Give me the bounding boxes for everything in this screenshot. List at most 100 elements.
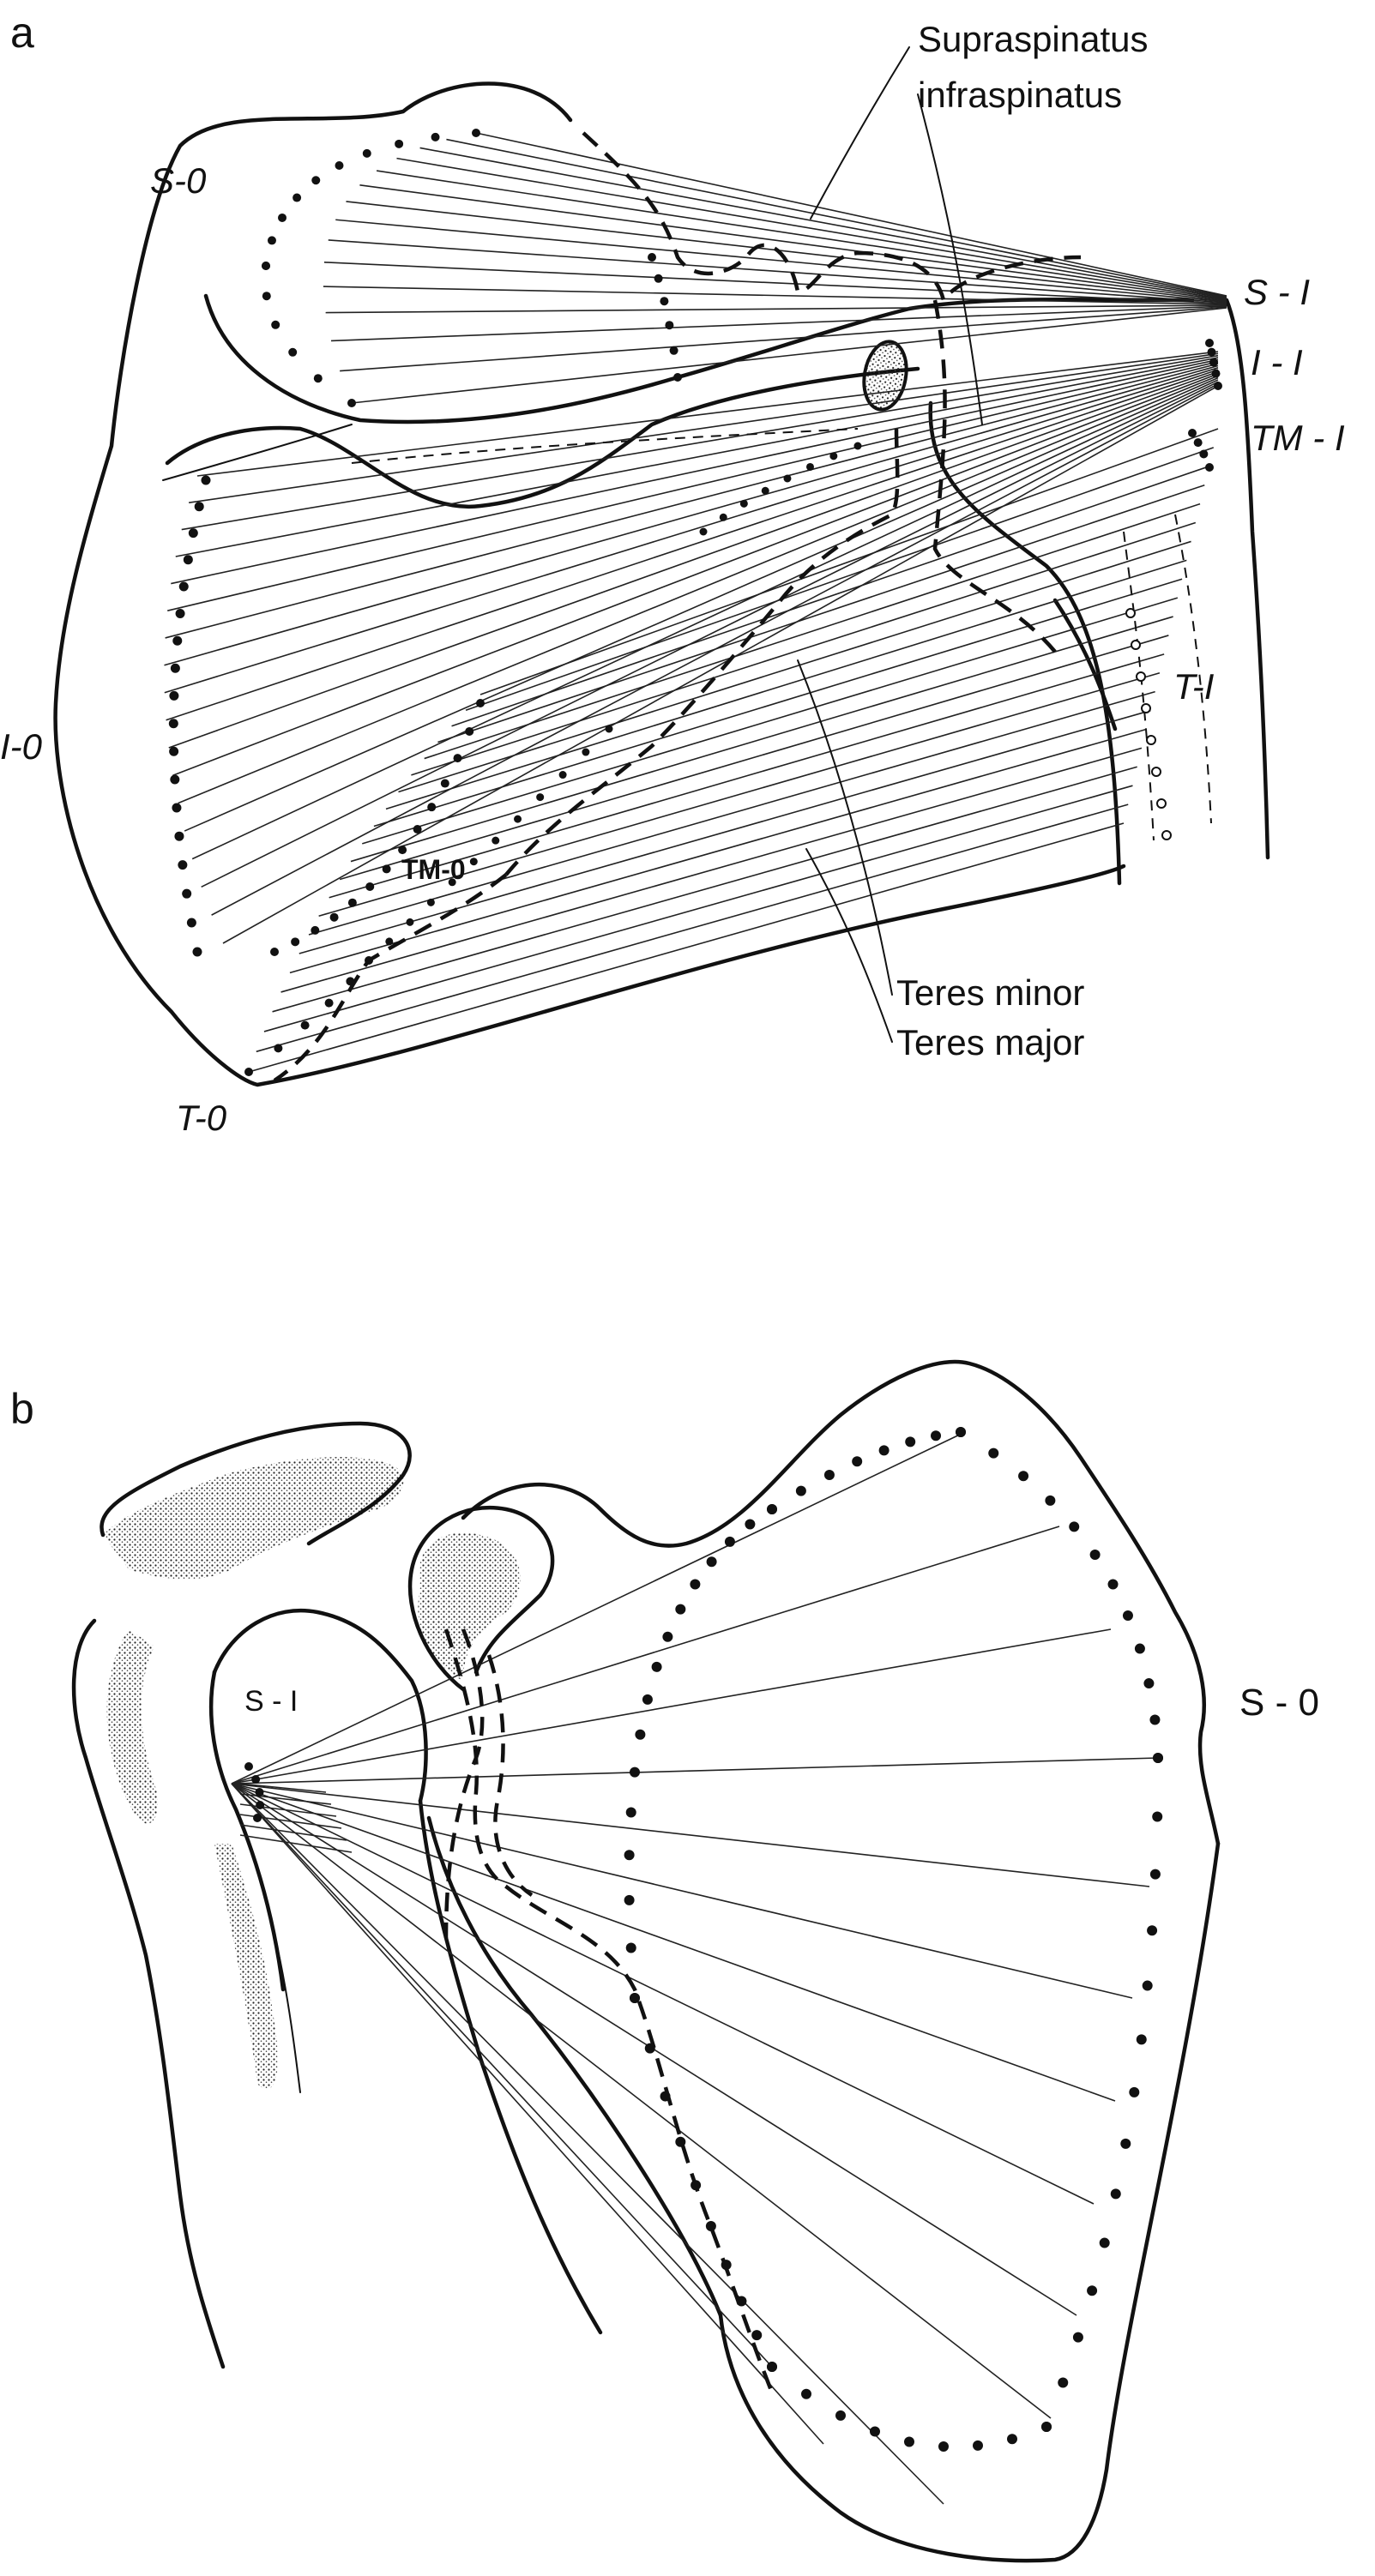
supraspinatus-fiber bbox=[419, 147, 1227, 298]
origin-dot bbox=[300, 1020, 310, 1030]
origin-dot-b bbox=[1120, 2138, 1131, 2149]
origin-dot-b bbox=[630, 1766, 640, 1778]
origin-dot bbox=[178, 581, 189, 592]
origin-dot bbox=[453, 754, 462, 763]
label-t0-a: T-0 bbox=[176, 1098, 227, 1138]
origin-dot bbox=[291, 937, 300, 947]
origin-dot bbox=[174, 831, 184, 841]
origin-dot-b bbox=[823, 1470, 835, 1480]
teres-fiber bbox=[256, 803, 1129, 1053]
scapula-a-outline bbox=[53, 81, 1126, 1087]
infraspinatus-fiber bbox=[181, 354, 1219, 531]
origin-dot bbox=[244, 1068, 253, 1076]
scapula-b-medial bbox=[426, 1815, 723, 2318]
origin-dot bbox=[362, 148, 371, 158]
scapula-b-lateral bbox=[718, 1841, 1221, 2563]
origin-dot bbox=[783, 474, 792, 483]
origin-dot bbox=[267, 236, 276, 245]
fan-fiber bbox=[231, 1431, 966, 1785]
teres-dashed-boundary bbox=[273, 873, 508, 1082]
origin-dot-b bbox=[635, 1729, 646, 1740]
origin-dot-b bbox=[956, 1427, 966, 1437]
supraspinatus-fiber bbox=[323, 286, 1227, 305]
origin-dot-b bbox=[724, 1536, 735, 1547]
teres-fiber bbox=[437, 484, 1205, 743]
origin-dot-b bbox=[938, 2441, 949, 2452]
origin-dot bbox=[365, 882, 375, 891]
origin-dot bbox=[1209, 358, 1218, 367]
origin-dot-b bbox=[1007, 2434, 1017, 2445]
origin-dot bbox=[1199, 449, 1209, 459]
fan-fiber-short bbox=[239, 1793, 332, 1805]
origin-dot bbox=[427, 803, 437, 812]
origin-dot bbox=[431, 132, 440, 141]
supraspinatus-fiber bbox=[475, 132, 1227, 297]
origin-dot bbox=[1207, 347, 1216, 357]
t-i-dashed-insertion bbox=[932, 299, 1057, 653]
origin-dot bbox=[448, 878, 456, 887]
origin-dot bbox=[382, 864, 391, 874]
teres-fiber bbox=[411, 521, 1197, 776]
humerus-stipple-b bbox=[106, 1629, 158, 1824]
origin-dot-b bbox=[1134, 1643, 1145, 1654]
origin-dot bbox=[829, 452, 838, 460]
origin-dot bbox=[175, 609, 185, 619]
origin-dot bbox=[1205, 339, 1214, 347]
origin-dot bbox=[476, 699, 485, 707]
label-i0-a: I-0 bbox=[0, 726, 43, 767]
origin-dot bbox=[278, 213, 287, 222]
label-si-b: S - I bbox=[244, 1685, 298, 1718]
origin-dot-b bbox=[1058, 2377, 1069, 2388]
origin-dot bbox=[648, 253, 656, 262]
origin-dot-b bbox=[988, 1447, 999, 1459]
origin-dot bbox=[178, 860, 188, 870]
origin-dot bbox=[1211, 369, 1221, 378]
origin-dot bbox=[270, 948, 279, 956]
label-tmi-a: TM - I bbox=[1251, 418, 1345, 458]
humerus-a-right bbox=[1224, 298, 1270, 860]
teres-fiber bbox=[424, 503, 1201, 760]
label-ti-a: T-I bbox=[1173, 666, 1215, 707]
glenoid-stipple-b bbox=[214, 1844, 278, 2090]
label-teres-major: Teres major bbox=[896, 1022, 1084, 1062]
origin-dot-b bbox=[1018, 1471, 1029, 1482]
supraspinatus-fan-fibers bbox=[231, 1431, 1159, 2505]
teres-fiber bbox=[289, 728, 1147, 974]
origin-dot bbox=[183, 555, 193, 565]
origin-dot bbox=[201, 475, 211, 485]
origin-dot bbox=[346, 977, 355, 986]
origin-dot-b bbox=[690, 1579, 701, 1590]
origin-dot-b bbox=[660, 2091, 671, 2102]
label-tm0-a: TM-0 bbox=[401, 854, 466, 885]
origin-dot-b bbox=[1107, 1579, 1119, 1590]
supraspinatus-fiber bbox=[323, 262, 1227, 304]
insertion-open-dot bbox=[1136, 671, 1146, 682]
origin-dot bbox=[262, 292, 271, 301]
acromion-b bbox=[100, 1421, 412, 1546]
leader-supraspinatus bbox=[810, 46, 910, 220]
origin-dot bbox=[172, 803, 182, 813]
supraspinatus-fiber bbox=[376, 170, 1227, 300]
origin-dot bbox=[558, 771, 567, 779]
origin-dot bbox=[472, 129, 480, 137]
origin-dot-b bbox=[1072, 2332, 1083, 2343]
origin-dot-b bbox=[662, 1631, 673, 1642]
origin-dot bbox=[274, 1044, 283, 1053]
acromion-stipple-b bbox=[103, 1457, 404, 1580]
insertion-open-dot bbox=[1141, 703, 1151, 713]
supraspinatus-fiber bbox=[325, 304, 1227, 314]
supraspinatus-fiber bbox=[335, 219, 1227, 303]
origin-dot bbox=[311, 925, 320, 935]
origin-dot bbox=[168, 719, 178, 729]
leader-teres-minor bbox=[797, 659, 893, 996]
origin-dot-b bbox=[256, 1801, 265, 1809]
origin-dot bbox=[169, 690, 179, 701]
infraspinatus-fiber bbox=[165, 363, 1219, 639]
origin-dot-b bbox=[973, 2440, 983, 2451]
origin-dot-b bbox=[852, 1456, 863, 1467]
infraspinatus-fiber bbox=[175, 357, 1219, 557]
teres-fiber bbox=[329, 653, 1165, 899]
origin-dot-b bbox=[706, 1556, 717, 1568]
label-ii-a: I - I bbox=[1251, 342, 1303, 382]
infraspinatus-fiber bbox=[191, 379, 1219, 860]
